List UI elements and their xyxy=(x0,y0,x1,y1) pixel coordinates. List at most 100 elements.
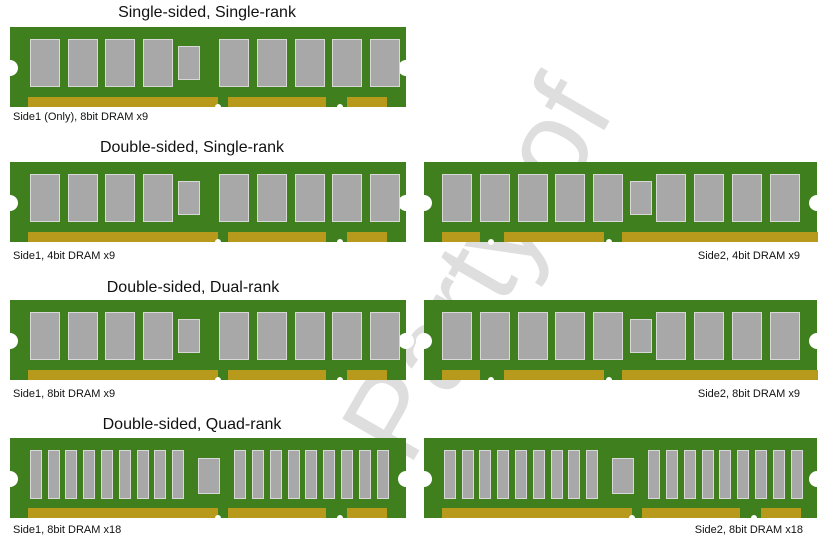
gold-contacts xyxy=(228,97,326,107)
watermark: Party of xyxy=(315,56,639,482)
register-chip xyxy=(630,181,652,215)
caption-side2: Side2, 4bit DRAM x9 xyxy=(697,250,800,262)
dram-chip xyxy=(341,450,353,499)
dram-chip xyxy=(68,39,98,87)
side-notch-right xyxy=(809,471,825,487)
key-notch xyxy=(337,104,343,110)
register-chip xyxy=(630,319,652,353)
dram-chip xyxy=(143,312,173,360)
gold-contacts xyxy=(228,370,326,380)
dram-chip xyxy=(137,450,149,499)
section-title-single-sided-single-rank: Single-sided, Single-rank xyxy=(118,4,296,21)
side-notch-right xyxy=(398,471,414,487)
memory-module-side1 xyxy=(2,162,414,245)
dram-chip xyxy=(105,39,135,87)
dram-chip xyxy=(83,450,95,499)
key-notch xyxy=(337,377,343,383)
dram-chip xyxy=(518,174,548,222)
dram-chip xyxy=(270,450,282,499)
dram-chip xyxy=(119,450,131,499)
gold-contacts xyxy=(228,508,326,518)
gold-contacts xyxy=(28,232,218,242)
register-chip xyxy=(198,458,220,494)
side-notch-left xyxy=(2,333,18,349)
dram-chip xyxy=(593,312,623,360)
side-notch-left xyxy=(2,60,18,76)
key-notch xyxy=(751,515,757,521)
gold-contacts xyxy=(347,370,387,380)
dram-chip xyxy=(568,450,580,499)
dram-chip xyxy=(105,174,135,222)
gold-contacts xyxy=(442,508,632,518)
dram-chip xyxy=(719,450,731,499)
dram-chip xyxy=(65,450,77,499)
dram-chip xyxy=(737,450,749,499)
memory-module-side1 xyxy=(2,438,414,521)
dram-chip xyxy=(551,450,563,499)
caption-side2: Side2, 8bit DRAM x9 xyxy=(697,388,800,400)
gold-contacts xyxy=(228,232,326,242)
key-notch xyxy=(215,104,221,110)
dram-chip xyxy=(773,450,785,499)
dram-chip xyxy=(295,39,325,87)
side-notch-left xyxy=(416,333,432,349)
dram-chip xyxy=(444,450,456,499)
dram-chip xyxy=(480,312,510,360)
dram-chip xyxy=(48,450,60,499)
side-notch-left xyxy=(2,195,18,211)
memory-module-side1 xyxy=(2,27,414,110)
dram-chip xyxy=(68,312,98,360)
dram-chip xyxy=(219,39,249,87)
dram-chip xyxy=(656,174,686,222)
dram-chip xyxy=(332,39,362,87)
dram-chip xyxy=(257,39,287,87)
dram-chip xyxy=(648,450,660,499)
dram-chip xyxy=(288,450,300,499)
dram-chip xyxy=(332,174,362,222)
gold-contacts xyxy=(622,370,818,380)
dram-chip xyxy=(533,450,545,499)
caption-side2: Side2, 8bit DRAM x18 xyxy=(694,524,803,536)
key-notch xyxy=(215,239,221,245)
dram-chip xyxy=(732,312,762,360)
dram-chip xyxy=(234,450,246,499)
dram-chip xyxy=(252,450,264,499)
dram-chip xyxy=(480,174,510,222)
gold-contacts xyxy=(28,97,218,107)
gold-contacts xyxy=(761,508,801,518)
register-chip xyxy=(178,181,200,215)
dram-chip xyxy=(732,174,762,222)
dram-chip xyxy=(518,312,548,360)
dram-chip xyxy=(593,174,623,222)
caption-side1: Side1 (Only), 8bit DRAM x9 xyxy=(13,111,149,123)
dram-chip xyxy=(359,450,371,499)
side-notch-left xyxy=(416,195,432,211)
memory-module-side2 xyxy=(416,300,825,383)
key-notch xyxy=(215,515,221,521)
memory-module-side2 xyxy=(416,162,825,245)
memory-module-side1 xyxy=(2,300,414,383)
dram-chip xyxy=(656,312,686,360)
dram-chip xyxy=(442,312,472,360)
gold-contacts xyxy=(347,508,387,518)
memory-module-side2 xyxy=(416,438,825,521)
section-title-double-sided-dual-rank: Double-sided, Dual-rank xyxy=(106,279,280,296)
key-notch xyxy=(606,377,612,383)
dram-chip xyxy=(295,312,325,360)
dram-chip xyxy=(694,312,724,360)
dram-chip xyxy=(332,312,362,360)
gold-contacts xyxy=(642,508,740,518)
register-chip xyxy=(612,458,634,494)
dram-chip xyxy=(462,450,474,499)
dram-chip xyxy=(555,312,585,360)
dram-chip xyxy=(479,450,491,499)
dram-chip xyxy=(370,39,400,87)
dram-chip xyxy=(172,450,184,499)
dram-chip xyxy=(219,312,249,360)
gold-contacts xyxy=(28,508,218,518)
key-notch xyxy=(606,239,612,245)
gold-contacts xyxy=(504,232,604,242)
key-notch xyxy=(488,377,494,383)
dram-chip xyxy=(666,450,678,499)
section-title-double-sided-quad-rank: Double-sided, Quad-rank xyxy=(102,416,282,433)
